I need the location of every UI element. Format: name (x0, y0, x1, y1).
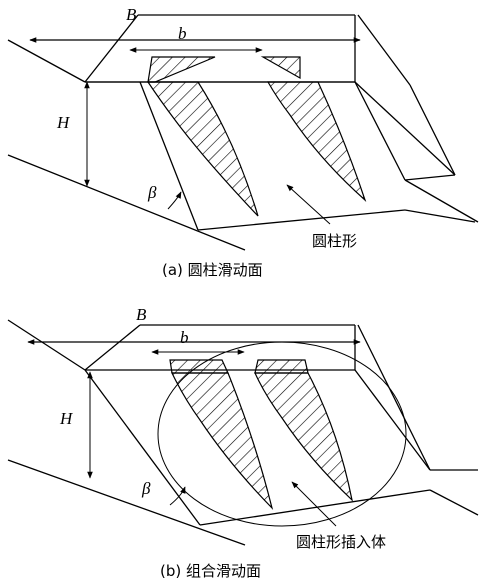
hatched-slice-left-b (169, 359, 229, 374)
hatched-slice-left-body-b (171, 372, 274, 511)
label-beta-a: β (147, 183, 157, 202)
label-B-a: B (126, 5, 137, 24)
hatched-slice-right-b (254, 359, 309, 374)
arrow-label-b: 圆柱形插入体 (296, 533, 386, 551)
pointer-arrow-b (291, 481, 337, 527)
label-b-b: b (180, 328, 189, 347)
label-H-a: H (56, 113, 71, 132)
diagram-b: B b H β 圆柱形插入体 (b) 组合滑动面 (7, 305, 479, 580)
caption-b: (b) 组合滑动面 (160, 562, 261, 580)
beta-arc-b (169, 486, 186, 506)
hatched-slice-left-body-a (146, 81, 259, 217)
caption-a: (a) 圆柱滑动面 (162, 261, 263, 279)
pointer-arrow-a (286, 184, 331, 225)
slope-outline-b (7, 319, 479, 546)
hatched-slice-right-body-b (254, 372, 353, 502)
hatched-slice-right-body-a (266, 81, 367, 202)
diagram-a: B b H β 圆柱形 (a) 圆柱滑动面 (7, 5, 479, 279)
label-B-b: B (136, 305, 147, 324)
label-b-a: b (178, 24, 187, 43)
label-H-b: H (59, 409, 74, 428)
beta-arc-a (167, 191, 182, 210)
arrow-label-a: 圆柱形 (312, 232, 357, 250)
label-beta-b: β (141, 479, 151, 498)
hatched-slice-right-a (260, 56, 301, 80)
hatched-slice-left-a (147, 56, 216, 83)
